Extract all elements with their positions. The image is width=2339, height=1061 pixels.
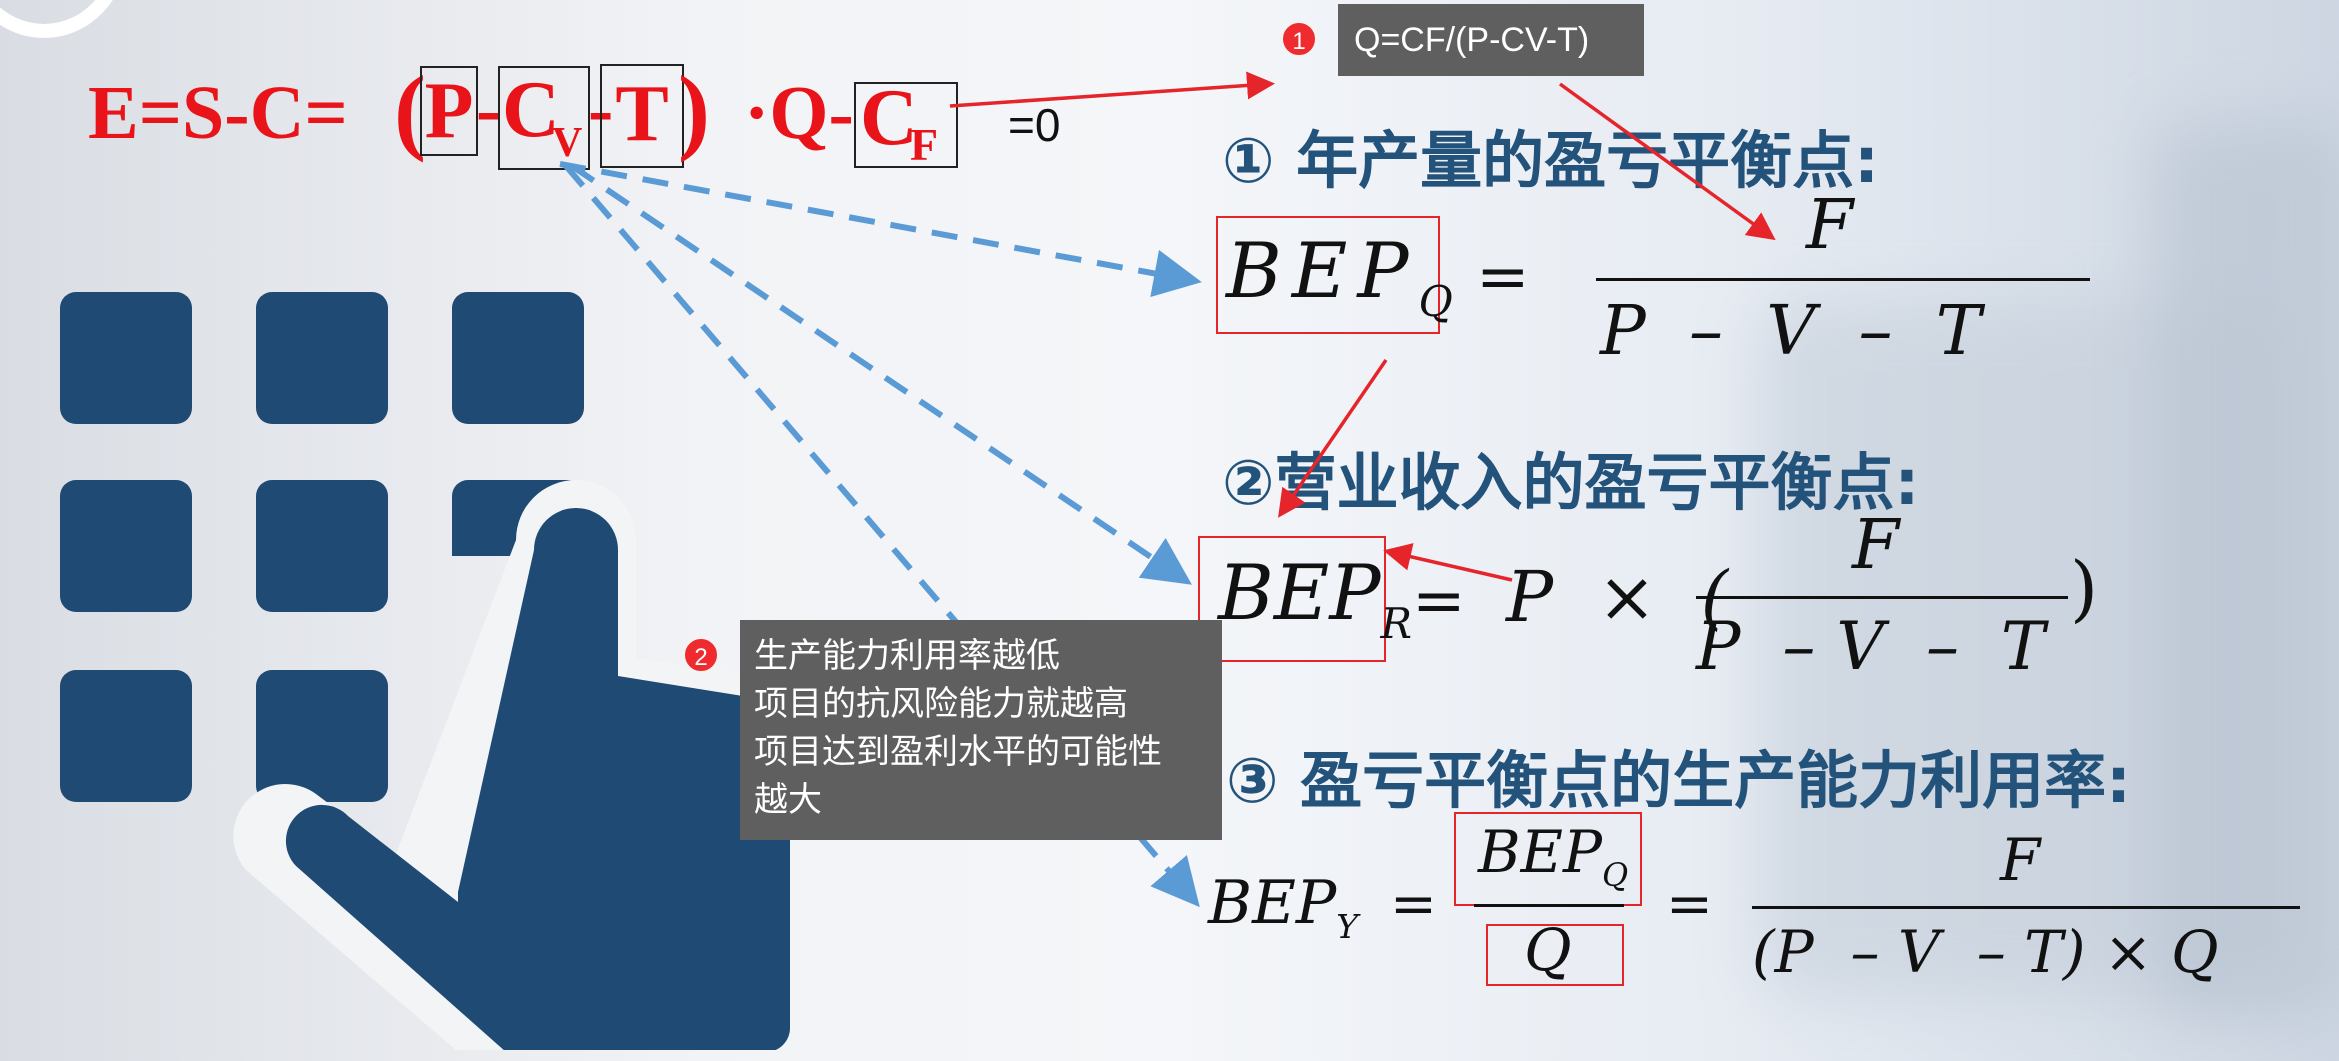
- section-2-heading: ②营业收入的盈亏平衡点:: [1222, 446, 1920, 519]
- red-arrow-to-callout-1: [949, 71, 1275, 108]
- equation-minus: -: [476, 67, 502, 151]
- equation-cv-c: C: [502, 66, 560, 154]
- keypad-touch-icon: [60, 292, 790, 1050]
- callout-1: Q=CF/(P-CV-T): [1338, 4, 1644, 76]
- callout-2-line-1: 生产能力利用率越低: [754, 636, 1060, 676]
- equation-cf-c: C: [860, 74, 918, 162]
- equation-q-term: ·Q-: [744, 71, 854, 155]
- equation-prefix: E=S-C=: [88, 71, 348, 155]
- section-2-equals: =: [1412, 564, 1466, 638]
- q-denominator-box: [1486, 924, 1624, 986]
- callout-2-badge[interactable]: 2: [682, 636, 720, 674]
- callout-1-text: Q=CF/(P-CV-T): [1354, 21, 1590, 59]
- red-arrow-to-bep-r: [1278, 359, 1388, 518]
- section-3-heading: ③ 盈亏平衡点的生产能力利用率:: [1226, 744, 2131, 817]
- bep-y-label: BEPY: [1208, 868, 1358, 946]
- background-column-blur: [2150, 120, 2339, 1020]
- callout-2-line-4: 越大: [754, 780, 822, 820]
- section-1-denominator: P – V – T: [1600, 292, 1982, 371]
- bep-r-main: BEP: [1218, 548, 1381, 637]
- section-1-numerator: F: [1806, 186, 1854, 265]
- section-2-denominator: P – V – T: [1696, 608, 2045, 685]
- blue-arrow-to-bep-q: [559, 161, 1202, 298]
- equation-price-box: P: [420, 66, 478, 156]
- equation-cv-box: C V: [498, 66, 590, 170]
- bep-q-box: [1216, 216, 1440, 334]
- section-1-heading: ① 年产量的盈亏平衡点:: [1222, 124, 1879, 197]
- equation-close-paren: ): [678, 56, 710, 163]
- equation-cf-box: C F: [854, 78, 958, 170]
- section-1-equals: =: [1476, 240, 1530, 314]
- section-1-fraction-line: [1596, 278, 2090, 281]
- red-arrow-to-f: [1558, 82, 1776, 241]
- section-3-equals-1: =: [1390, 872, 1437, 937]
- section-3-mid-numerator-sub: Q: [1602, 856, 1629, 895]
- callout-2: 生产能力利用率越低 项目的抗风险能力就越高 项目达到盈利水平的可能性 越大: [740, 620, 1222, 840]
- bep-y-main: BEP: [1208, 868, 1337, 938]
- section-3-equals-2: =: [1666, 872, 1713, 937]
- section-2-suffix: ): [2070, 546, 2099, 630]
- section-3-mid-numerator-main: BEP: [1478, 818, 1602, 886]
- blue-arrow-to-bep-r: [570, 163, 1192, 585]
- bep-q-main: BEP: [1226, 226, 1419, 315]
- callout-2-line-2: 项目的抗风险能力就越高: [754, 684, 1128, 724]
- red-arrow-from-p: [1383, 543, 1513, 582]
- section-2-fraction-line: [1696, 596, 2068, 599]
- bep-r-label: BEPR: [1218, 548, 1412, 648]
- equals-zero: =0: [1008, 99, 1061, 151]
- bep-y-sub: Y: [1336, 906, 1359, 946]
- callout-1-badge[interactable]: 1: [1280, 20, 1318, 58]
- section-3-mid-numerator: BEPQ: [1478, 818, 1628, 894]
- bep-q-sub: Q: [1418, 276, 1463, 326]
- section-3-mid-denominator: Q: [1524, 916, 1572, 984]
- equation-tax-box: T: [600, 64, 684, 168]
- section-3-denominator: (P – V – T) × Q: [1752, 918, 2219, 986]
- bep-r-box: [1198, 536, 1386, 662]
- callout-2-line-3: 项目达到盈利水平的可能性: [754, 732, 1162, 772]
- equation-cf-f: F: [910, 119, 939, 170]
- bep-r-sub: R: [1380, 598, 1412, 648]
- equation-cv-v: V: [552, 120, 583, 166]
- section-3-fraction-line: [1752, 906, 2300, 909]
- bep-q-label: BEPQ: [1226, 226, 1463, 326]
- section-3-mid-fraction-line: [1474, 904, 1624, 907]
- section-2-numerator: F: [1852, 506, 1900, 585]
- section-3-numerator: F: [2000, 826, 2041, 894]
